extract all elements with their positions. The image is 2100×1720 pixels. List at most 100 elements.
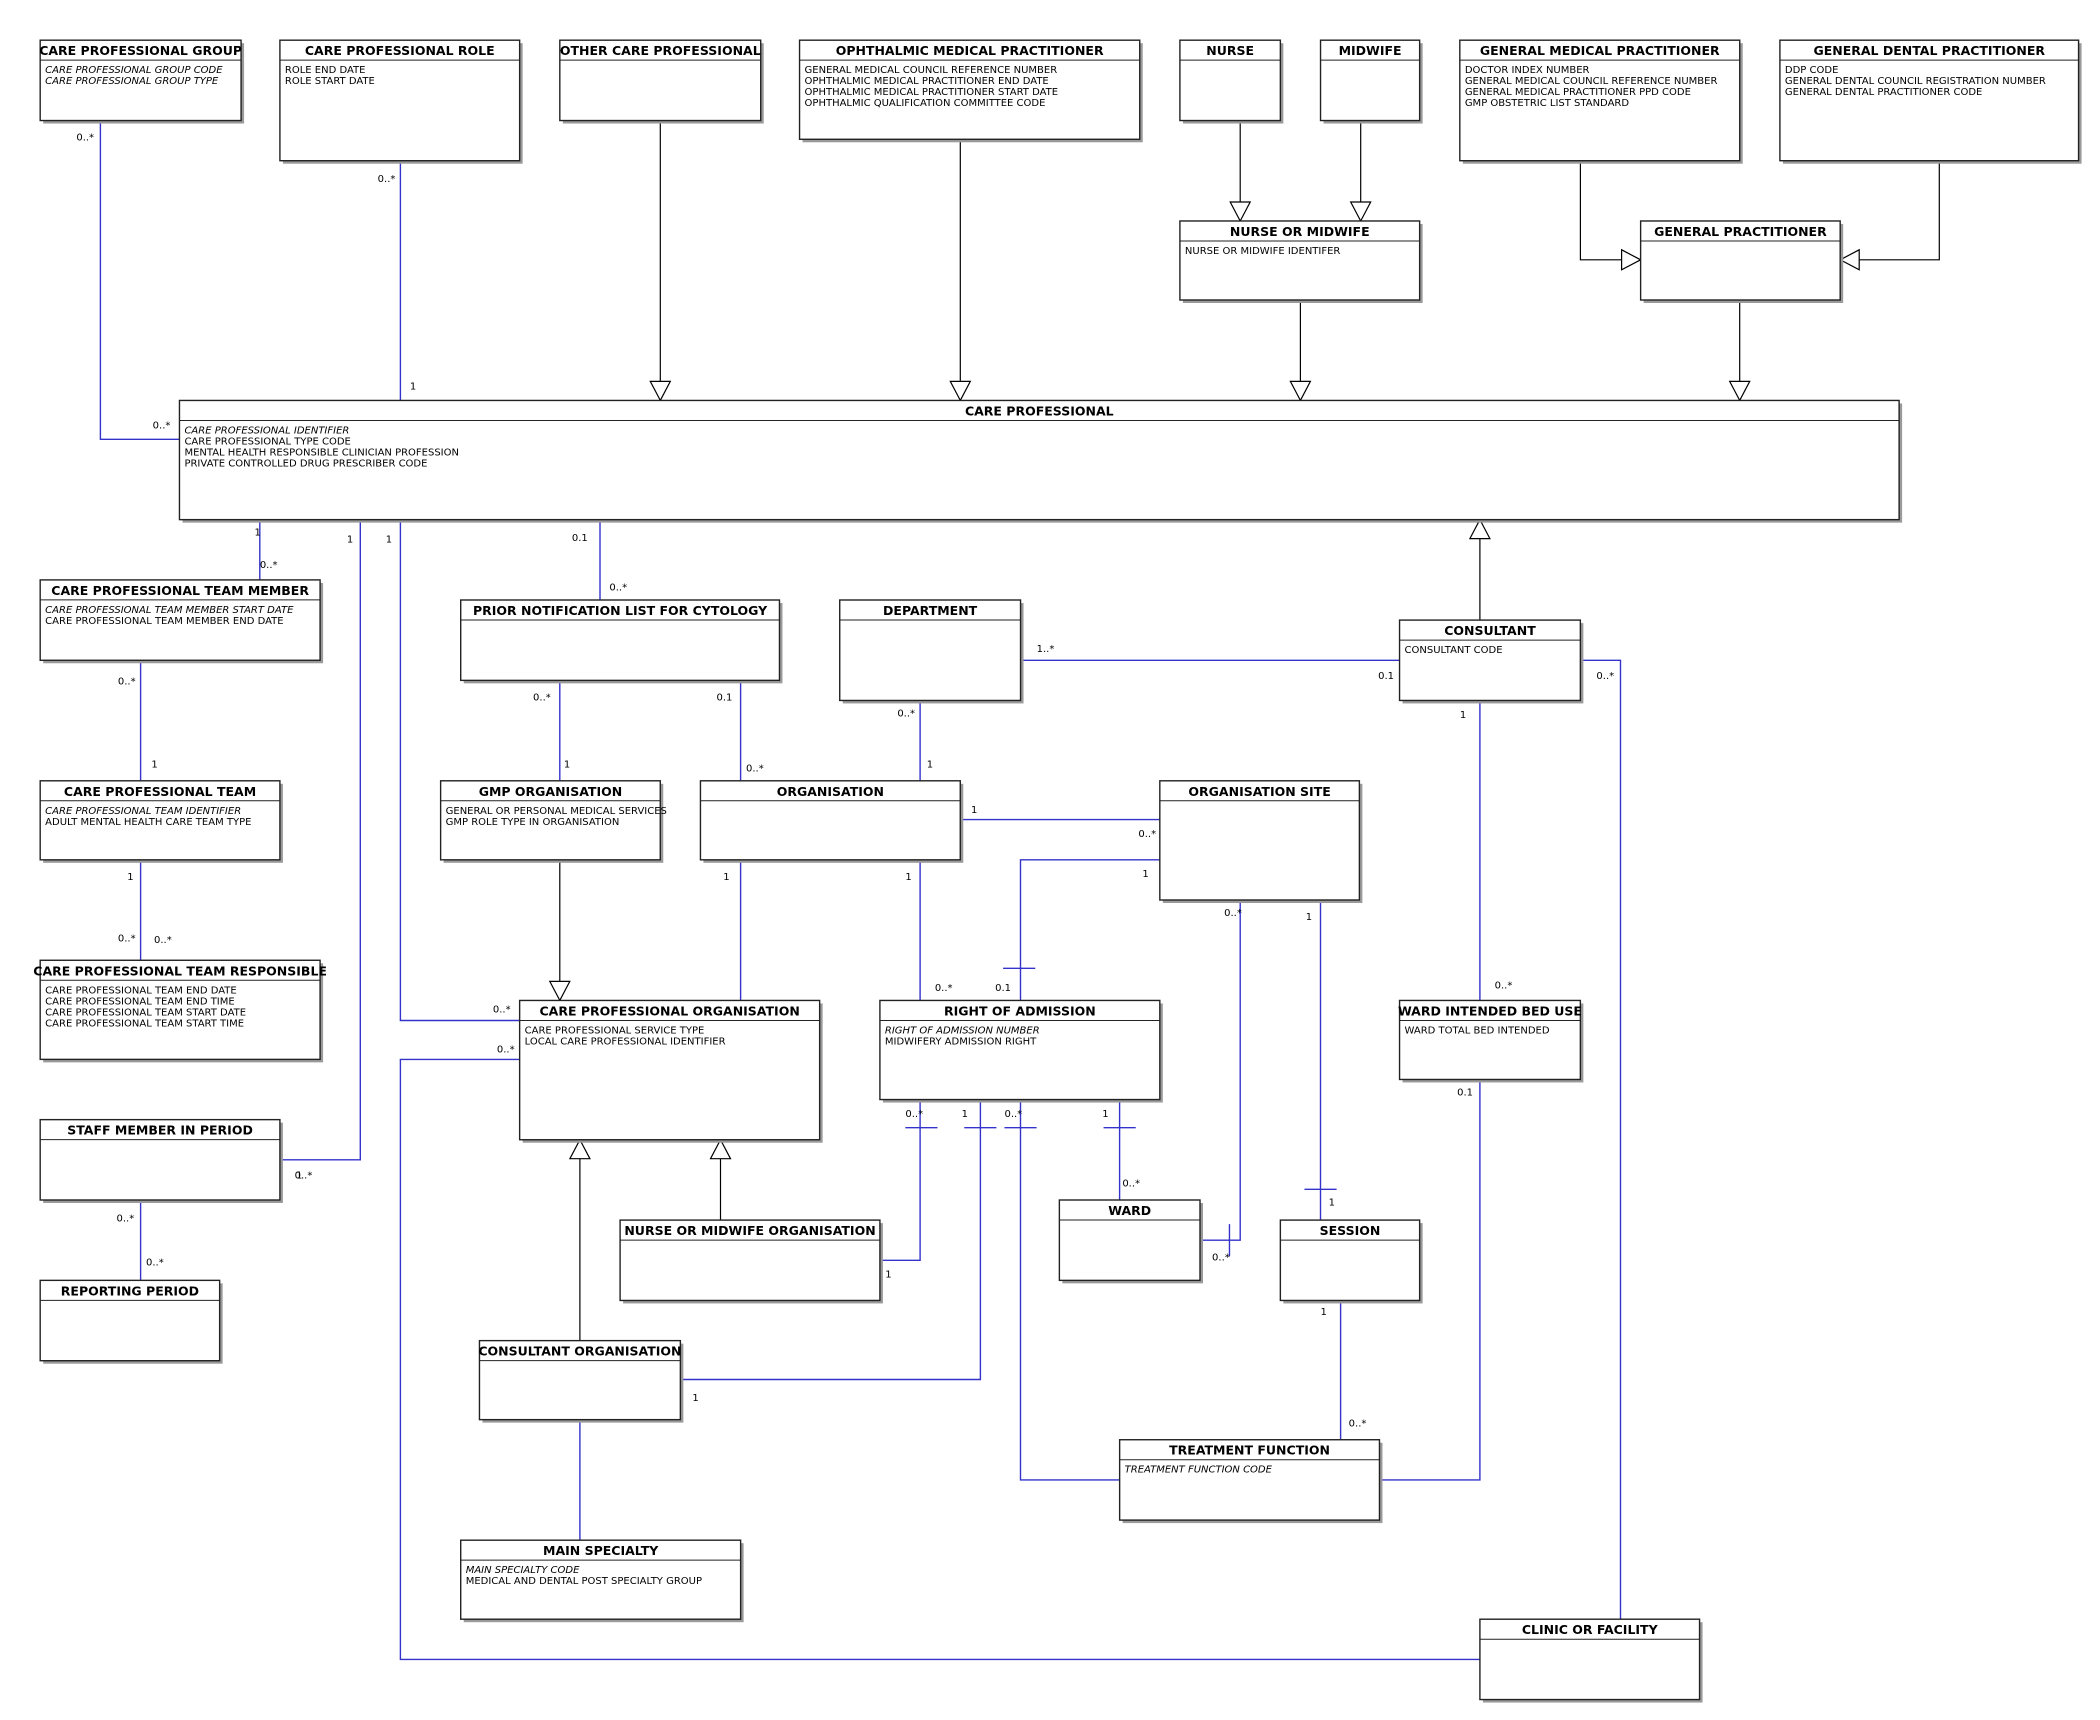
multiplicity-label: 1	[927, 759, 933, 770]
multiplicity-label: 0..*	[1224, 908, 1242, 919]
generalisation-arrowhead-icon	[709, 1138, 732, 1160]
entity-attribute: CARE PROFESSIONAL GROUP CODE	[45, 65, 223, 76]
entity-attribute: MEDICAL AND DENTAL POST SPECIALTY GROUP	[466, 1576, 702, 1587]
multiplicity-label: 0..*	[746, 763, 764, 774]
entity-attribute: GENERAL DENTAL COUNCIL REGISTRATION NUMB…	[1785, 76, 2046, 87]
entity-roa[interactable]: RIGHT OF ADMISSION RIGHT OF ADMISSION NUM…	[879, 999, 1163, 1103]
entity-orgsite[interactable]: ORGANISATION SITE	[1159, 780, 1363, 903]
entity-session[interactable]: SESSION	[1279, 1219, 1423, 1304]
multiplicity-label: 0.1	[572, 533, 588, 544]
entity-box	[39, 579, 321, 661]
entity-nurse[interactable]: NURSE	[1179, 39, 1284, 124]
generalisation-line-5	[1579, 160, 1641, 261]
entity-rp[interactable]: REPORTING PERIOD	[39, 1279, 223, 1364]
entity-attribute: CONSULTANT CODE	[1405, 645, 1503, 656]
entity-attribute: CARE PROFESSIONAL TEAM START TIME	[45, 1018, 244, 1029]
entity-attribute: CARE PROFESSIONAL TEAM END TIME	[45, 996, 235, 1007]
association-line-23	[879, 1099, 921, 1262]
entity-ward[interactable]: WARD	[1058, 1199, 1203, 1284]
entity-attribute: GENERAL MEDICAL COUNCIL REFERENCE NUMBER	[1465, 76, 1718, 87]
entity-title: TREATMENT FUNCTION	[1169, 1443, 1330, 1458]
entity-cons[interactable]: CONSULTANT CONSULTANT CODE	[1398, 619, 1584, 704]
entity-dept[interactable]: DEPARTMENT	[839, 599, 1024, 704]
entity-title: GENERAL DENTAL PRACTITIONER	[1813, 43, 2045, 58]
entity-attribute: GENERAL MEDICAL PRACTITIONER PPD CODE	[1465, 87, 1691, 98]
entity-gp[interactable]: GENERAL PRACTITIONER	[1639, 220, 1844, 303]
association-line-17	[1019, 859, 1160, 1001]
entity-attribute: CARE PROFESSIONAL TYPE CODE	[184, 436, 350, 447]
multiplicity-label: 1	[723, 872, 729, 883]
entity-ocp[interactable]: OTHER CARE PROFESSIONAL	[559, 39, 764, 124]
multiplicity-label: 1	[254, 528, 260, 539]
entity-midwife[interactable]: MIDWIFE	[1319, 39, 1423, 124]
entity-title: CONSULTANT	[1444, 623, 1536, 638]
entity-title: CARE PROFESSIONAL ROLE	[305, 43, 495, 58]
entity-attribute: DOCTOR INDEX NUMBER	[1465, 65, 1590, 76]
multiplicity-label: 0..*	[493, 1005, 511, 1016]
generalisation-arrowhead-icon	[649, 380, 672, 402]
entity-attribute: CARE PROFESSIONAL TEAM IDENTIFIER	[45, 806, 241, 817]
entity-attribute: CARE PROFESSIONAL TEAM MEMBER END DATE	[45, 616, 283, 627]
entity-title: NURSE	[1206, 43, 1254, 58]
entity-tf[interactable]: TREATMENT FUNCTION TREATMENT FUNCTION COD…	[1118, 1439, 1383, 1524]
entity-box	[699, 780, 961, 861]
connector-layer	[99, 120, 1940, 1661]
entity-attribute: TREATMENT FUNCTION CODE	[1125, 1465, 1273, 1476]
entity-org[interactable]: ORGANISATION	[699, 780, 964, 863]
entity-box	[39, 1279, 221, 1362]
entity-title: OTHER CARE PROFESSIONAL	[560, 43, 761, 58]
entity-nomorg[interactable]: NURSE OR MIDWIFE ORGANISATION	[619, 1219, 883, 1304]
entity-title: ORGANISATION	[777, 784, 884, 799]
entity-box	[478, 1339, 682, 1421]
entity-attribute: GMP ROLE TYPE IN ORGANISATION	[446, 817, 620, 828]
multiplicity-label: 0..*	[1138, 829, 1156, 840]
multiplicity-label: 0.1	[717, 692, 733, 703]
multiplicity-label: 1	[1102, 1109, 1108, 1120]
entity-title: NURSE OR MIDWIFE	[1230, 224, 1370, 239]
association-line-29	[399, 1058, 1480, 1661]
entity-box	[1398, 999, 1582, 1081]
entity-title: NURSE OR MIDWIFE ORGANISATION	[624, 1223, 875, 1238]
entity-box	[1179, 220, 1421, 301]
entity-attribute: GENERAL MEDICAL COUNCIL REFERENCE NUMBER	[805, 65, 1058, 76]
entity-title: CARE PROFESSIONAL	[965, 403, 1114, 418]
multiplicity-label: 1	[971, 805, 977, 816]
entity-box	[279, 39, 521, 162]
multiplicity-label: 1	[347, 534, 353, 545]
multiplicity-label: 0..*	[1596, 671, 1614, 682]
entity-title: RIGHT OF ADMISSION	[944, 1003, 1096, 1018]
entity-cof[interactable]: CLINIC OR FACILITY	[1479, 1618, 1703, 1703]
entity-consorg[interactable]: CONSULTANT ORGANISATION	[478, 1339, 684, 1423]
entity-attribute: MENTAL HEALTH RESPONSIBLE CLINICIAN PROF…	[184, 447, 459, 458]
entity-pnlc[interactable]: PRIOR NOTIFICATION LIST FOR CYTOLOGY	[460, 599, 783, 684]
multiplicity-label: 1	[885, 1270, 891, 1281]
entity-box	[798, 39, 1141, 140]
multiplicity-label: 0..*	[1004, 1109, 1022, 1120]
generalisation-arrowhead-icon	[1838, 248, 1860, 271]
entity-attribute: RIGHT OF ADMISSION NUMBER	[885, 1025, 1040, 1036]
entity-smip[interactable]: STAFF MEMBER IN PERIOD	[39, 1118, 283, 1203]
entity-attribute: OPHTHALMIC MEDICAL PRACTITIONER START DA…	[805, 87, 1059, 98]
entity-box	[1279, 1219, 1421, 1302]
entity-box	[439, 780, 661, 861]
multiplicity-label: 0..*	[609, 583, 627, 594]
entity-attribute: WARD TOTAL BED INTENDED	[1405, 1025, 1550, 1036]
multiplicity-label: 0..*	[935, 983, 953, 994]
multiplicity-label: 0..*	[533, 692, 551, 703]
